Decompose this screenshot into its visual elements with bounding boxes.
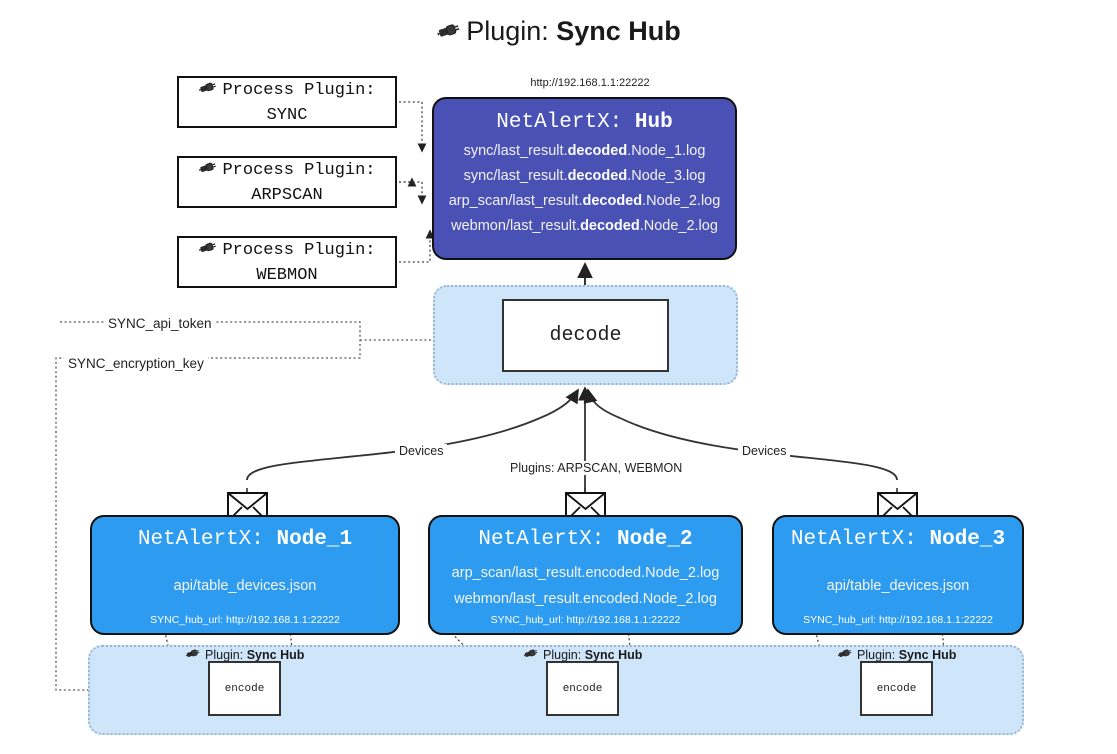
node-title: NetAlertX: Node_1 [137, 528, 353, 551]
encode-plugin-label-3: Plugin: Sync Hub [837, 645, 956, 664]
plug-icon [185, 645, 201, 664]
encode-box-1[interactable]: encode [208, 661, 281, 716]
process-plugin-name: ARPSCAN [251, 186, 323, 205]
node-box-node-2[interactable]: NetAlertX: Node_2 arp_scan/last_result.e… [428, 515, 743, 635]
plug-icon [523, 645, 539, 664]
encode-plugin-label-text: Plugin: [205, 647, 244, 662]
hub-box[interactable]: NetAlertX: Hub sync/last_result.decoded.… [432, 97, 737, 260]
hub-log-line: arp_scan/last_result.decoded.Node_2.log [448, 193, 721, 209]
node-title: NetAlertX: Node_3 [790, 528, 1006, 551]
hub-url-label: http://192.168.1.1:22222 [530, 77, 650, 89]
encode-plugin-name: Sync Hub [898, 647, 957, 662]
encode-box-3[interactable]: encode [860, 661, 933, 716]
plug-icon [198, 157, 218, 185]
process-plugin-name: WEBMON [256, 266, 318, 285]
encode-plugin-label-2: Plugin: Sync Hub [523, 645, 642, 664]
hub-log-list: sync/last_result.decoded.Node_1.log sync… [434, 139, 735, 239]
process-plugin-box-sync[interactable]: Process Plugin: SYNC [177, 76, 397, 128]
node-log-list: arp_scan/last_result.encoded.Node_2.log … [430, 560, 741, 612]
hub-log-line: sync/last_result.decoded.Node_1.log [463, 143, 706, 159]
process-plugin-label: Process Plugin: [222, 81, 376, 100]
plug-icon [837, 645, 853, 664]
process-plugin-label: Process Plugin: [222, 241, 376, 260]
process-plugin-label: Process Plugin: [222, 161, 376, 180]
plug-icon [198, 77, 218, 105]
encode-plugin-label-text: Plugin: [857, 647, 896, 662]
encode-plugin-name: Sync Hub [584, 647, 643, 662]
encode-plugin-label-text: Plugin: [543, 647, 582, 662]
title-label: Plugin: [466, 16, 549, 46]
node-hub-url: SYNC_hub_url: http://192.168.1.1:22222 [490, 614, 681, 626]
plug-icon [198, 237, 218, 265]
node-log-line: api/table_devices.json [173, 578, 317, 594]
page-title: Plugin: Sync Hub [0, 16, 1117, 50]
node-log-line: arp_scan/last_result.encoded.Node_2.log [451, 565, 720, 581]
hub-log-line: webmon/last_result.decoded.Node_2.log [451, 218, 718, 234]
node-log-line: webmon/last_result.encoded.Node_2.log [454, 591, 717, 607]
sync-encryption-key-label: SYNC_encryption_key [64, 356, 208, 371]
edge-label-devices-right: Devices [738, 444, 791, 458]
node-box-node-1[interactable]: NetAlertX: Node_1 api/table_devices.json… [90, 515, 400, 635]
plug-icon [436, 17, 462, 50]
decode-box[interactable]: decode [502, 299, 669, 372]
node-hub-url: SYNC_hub_url: http://192.168.1.1:22222 [150, 614, 340, 626]
hub-title: NetAlertX: Hub [496, 111, 673, 134]
title-name: Sync Hub [556, 16, 681, 46]
hub-log-line: sync/last_result.decoded.Node_3.log [463, 168, 706, 184]
process-plugin-box-webmon[interactable]: Process Plugin: WEBMON [177, 236, 397, 288]
node-title: NetAlertX: Node_2 [478, 528, 693, 551]
sync-api-token-label: SYNC_api_token [104, 316, 216, 331]
encode-plugin-label-1: Plugin: Sync Hub [185, 645, 304, 664]
process-plugin-name: SYNC [266, 106, 308, 125]
node-log-line: api/table_devices.json [826, 578, 970, 594]
node-box-node-3[interactable]: NetAlertX: Node_3 api/table_devices.json… [772, 515, 1024, 635]
encode-plugin-name: Sync Hub [246, 647, 305, 662]
edge-label-plugins: Plugins: ARPSCAN, WEBMON [506, 461, 687, 475]
process-plugin-box-arpscan[interactable]: Process Plugin: ARPSCAN [177, 156, 397, 208]
edge-label-devices-left: Devices [395, 444, 448, 458]
encode-box-2[interactable]: encode [546, 661, 619, 716]
node-hub-url: SYNC_hub_url: http://192.168.1.1:22222 [803, 614, 993, 626]
